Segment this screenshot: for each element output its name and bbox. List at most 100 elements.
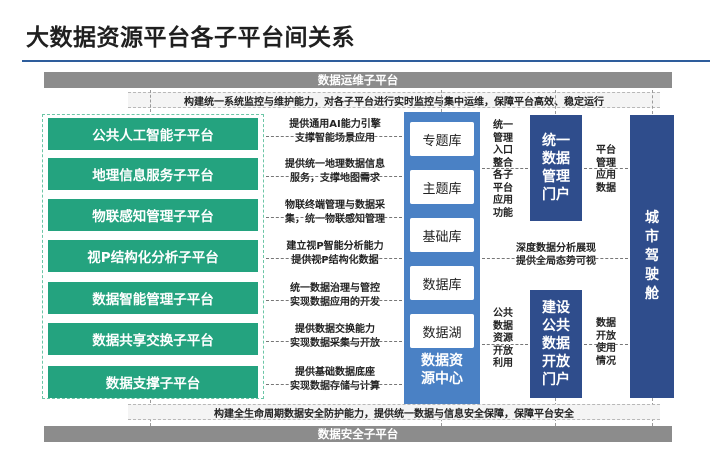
text-char: 使用 xyxy=(596,343,616,354)
platform-relation-text: 提供统一地理数据信息 服务，支撑地图需求 xyxy=(270,158,400,186)
text-char: 数据 xyxy=(542,336,570,352)
platform-video-structured[interactable]: 视P结构化分析子平台 xyxy=(48,240,258,272)
relation-arrow xyxy=(266,341,402,342)
relation-arrow xyxy=(266,300,402,301)
platform-iot-sensing[interactable]: 物联感知管理子平台 xyxy=(48,199,258,231)
platform-relation-text: 提供数据交换能力 实现数据采集与开放 xyxy=(270,323,400,351)
library-subject[interactable]: 主题库 xyxy=(410,170,474,204)
analysis-arrow xyxy=(482,258,628,259)
platform-relation-text: 建立视P智能分析能力 提供视P结构化数据 xyxy=(270,240,400,268)
text-char: 管理 xyxy=(542,169,570,185)
text-char: 数据 xyxy=(542,151,570,167)
text-char: 城 xyxy=(645,210,659,226)
text-char: 公共 xyxy=(542,318,570,334)
text-char: 统一 xyxy=(542,133,570,149)
text-char: 应用 xyxy=(493,195,513,206)
platform-geo-info[interactable]: 地理信息服务子平台 xyxy=(48,158,258,190)
text-char: 数据 xyxy=(596,318,616,329)
title-underline xyxy=(22,60,710,62)
relation-line: 集，统一物联感知管理 xyxy=(285,214,385,225)
text-char: 管理 xyxy=(596,157,616,169)
text-char: 统一 xyxy=(493,120,513,131)
text-char: 平台 xyxy=(596,145,616,156)
monitoring-description-strip: 构建统一系统监控与维护能力，对各子平台进行实时监控与集中运维，保障平台高效、稳定… xyxy=(128,92,660,108)
relation-line: 提供视P结构化数据 xyxy=(291,255,379,266)
relation-line: 支撑智能场景应用 xyxy=(295,133,375,144)
text-char: 舱 xyxy=(645,286,659,302)
relation-line: 实现数据采集与开放 xyxy=(290,338,380,349)
text-char: 开放 xyxy=(493,345,513,357)
entry-arrow xyxy=(482,168,528,169)
open-usage-text: 数据 开放 使用 情况 xyxy=(592,318,620,368)
platform-relation-text: 提供通用AI能力引擎 支撑智能场景应用 xyxy=(270,118,400,146)
text-char: 资源 xyxy=(493,333,513,344)
security-description-strip: 构建全生命周期数据安全防护能力，提供统一数据与信息安全保障，保障平台安全 xyxy=(128,404,660,420)
center-label-line: 源中心 xyxy=(421,371,463,387)
relation-line: 统一数据治理与管控 xyxy=(290,283,380,294)
text-char: 市 xyxy=(645,229,659,245)
relation-line: 建立视P智能分析能力 xyxy=(286,241,384,252)
public-open-text: 公共 数据 资源 开放 利用 xyxy=(488,308,518,371)
relation-line: 提供通用AI能力引擎 xyxy=(289,119,381,130)
text-char: 入口 xyxy=(493,145,513,156)
text-char: 利用 xyxy=(493,358,513,369)
text-char: 门户 xyxy=(542,372,570,388)
platform-data-exchange[interactable]: 数据共享交换子平台 xyxy=(48,323,258,355)
unified-entry-text: 统一 管理 入口 整合 各子 平台 应用 功能 xyxy=(488,120,518,220)
data-resource-center-label: 数据资 源中心 xyxy=(404,352,480,388)
analysis-line: 提供全局态势可视 xyxy=(516,256,596,267)
relation-line: 服务，支撑地图需求 xyxy=(290,173,380,184)
library-database[interactable]: 数据库 xyxy=(410,266,474,300)
platform-data-intelligence[interactable]: 数据智能管理子平台 xyxy=(48,282,258,314)
usage-arrow xyxy=(584,344,628,345)
unified-data-management-portal[interactable]: 统一 数据 管理 门户 xyxy=(530,115,582,221)
relation-line: 提供统一地理数据信息 xyxy=(285,159,385,170)
relation-arrow xyxy=(266,176,402,177)
text-char: 公共 xyxy=(493,308,513,319)
connector-top-center xyxy=(441,90,442,112)
library-data-lake[interactable]: 数据湖 xyxy=(410,314,474,348)
platform-public-ai[interactable]: 公共人工智能子平台 xyxy=(48,118,258,150)
text-char: 平台 xyxy=(493,182,513,194)
text-char: 功能 xyxy=(493,207,513,219)
center-label-line: 数据资 xyxy=(421,353,463,369)
text-char: 应用 xyxy=(596,170,616,181)
relation-arrow xyxy=(266,136,402,137)
city-cockpit[interactable]: 城 市 驾 驶 舱 xyxy=(630,115,674,398)
text-char: 驾 xyxy=(645,248,659,264)
relation-arrow xyxy=(266,258,402,259)
library-thematic[interactable]: 专题库 xyxy=(410,122,474,156)
platform-relation-text: 物联终端管理与数据采 集，统一物联感知管理 xyxy=(270,199,400,227)
library-basic[interactable]: 基础库 xyxy=(410,218,474,252)
open-arrow xyxy=(482,344,528,345)
security-subplatform-band: 数据安全子平台 xyxy=(44,426,672,442)
ops-subplatform-band: 数据运维子平台 xyxy=(44,72,672,88)
text-char: 驶 xyxy=(645,267,659,283)
page-title: 大数据资源平台各子平台间关系 xyxy=(26,25,355,51)
analysis-line: 深度数据分析展现 xyxy=(516,243,596,254)
relation-line: 物联终端管理与数据采 xyxy=(285,200,385,211)
relation-line: 提供基础数据底座 xyxy=(295,367,375,378)
platform-relation-text: 统一数据治理与管控 实现数据应用的开发 xyxy=(270,282,400,310)
relation-arrow xyxy=(266,384,402,385)
text-char: 情况 xyxy=(596,355,616,367)
subplatforms-frame xyxy=(42,114,264,399)
connector-top-portal xyxy=(555,90,556,114)
platform-management-text: 平台 管理 应用 数据 xyxy=(592,145,620,195)
relation-line: 提供数据交换能力 xyxy=(295,324,375,335)
connector-top-left xyxy=(150,90,151,112)
text-char: 管理 xyxy=(493,132,513,144)
mgmt-arrow xyxy=(584,168,628,169)
text-char: 建设 xyxy=(542,300,570,316)
data-resource-center xyxy=(404,112,480,404)
public-data-open-portal[interactable]: 建设 公共 数据 开放 门户 xyxy=(530,290,582,398)
platform-relation-text: 提供基础数据底座 实现数据存储与计算 xyxy=(270,366,400,394)
text-char: 开放 xyxy=(596,330,616,342)
text-char: 门户 xyxy=(542,187,570,203)
text-char: 数据 xyxy=(596,182,616,194)
relation-line: 实现数据应用的开发 xyxy=(290,297,380,308)
text-char: 开放 xyxy=(542,354,570,370)
connector-top-cockpit xyxy=(652,90,653,114)
platform-data-support[interactable]: 数据支撑子平台 xyxy=(48,366,258,398)
text-char: 整合 xyxy=(493,157,513,169)
